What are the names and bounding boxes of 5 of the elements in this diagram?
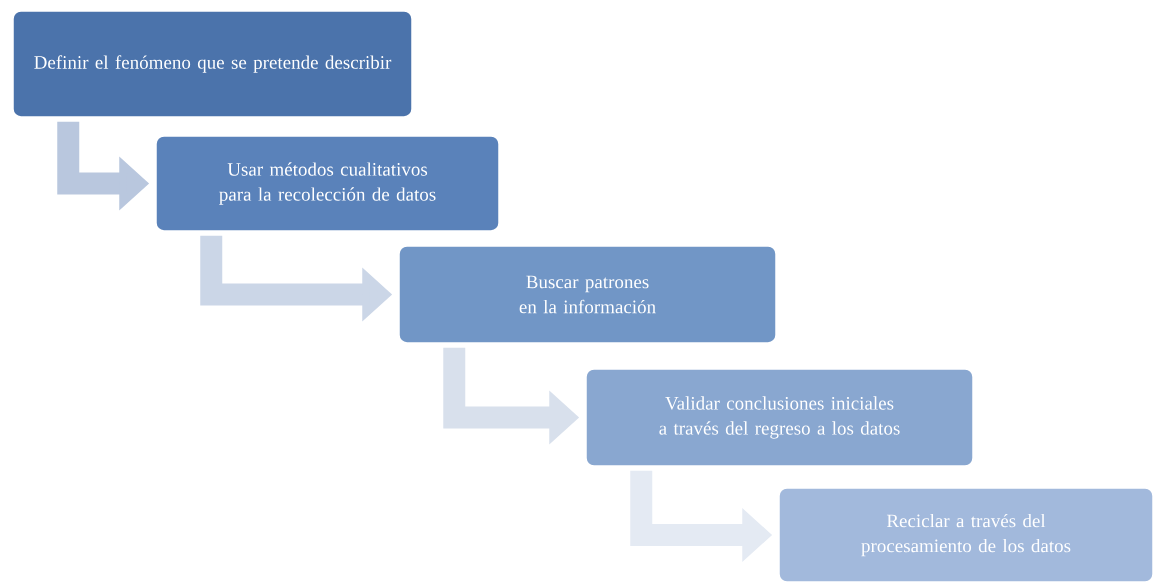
process-box: Reciclar a través del procesamiento de los datos bbox=[776, 485, 1156, 585]
process-box: Usar métodos cualitativos para la recolección de datos bbox=[153, 133, 502, 234]
process-box: Validar conclusiones iniciales a través del regreso a los datos bbox=[583, 366, 976, 469]
process-box: Definir el fenómeno que se pretende describir bbox=[10, 8, 415, 120]
process-box: Buscar patrones en la información bbox=[396, 243, 779, 346]
